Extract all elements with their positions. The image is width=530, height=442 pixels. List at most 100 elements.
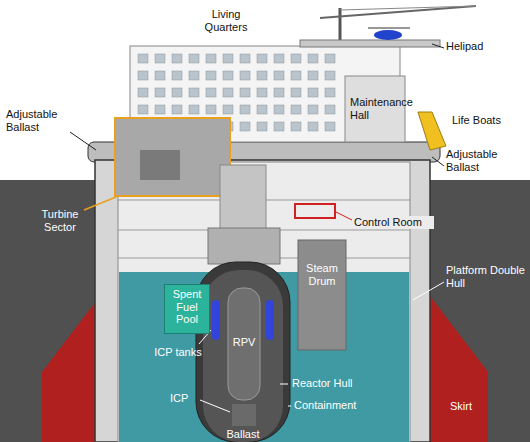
leader-line xyxy=(70,132,96,150)
window xyxy=(223,88,233,97)
steam-drum xyxy=(298,240,346,350)
part-label: Control Room xyxy=(354,216,434,229)
window xyxy=(325,105,335,114)
window xyxy=(189,71,199,80)
window xyxy=(291,71,301,80)
leader-line xyxy=(280,384,288,385)
window xyxy=(138,88,148,97)
window xyxy=(257,105,267,114)
window xyxy=(138,71,148,80)
window xyxy=(223,105,233,114)
window xyxy=(172,105,182,114)
window xyxy=(155,54,165,63)
leader-line xyxy=(432,44,444,48)
leader-line xyxy=(200,400,230,412)
window xyxy=(291,54,301,63)
leader-line xyxy=(413,282,444,300)
window xyxy=(257,122,267,131)
window xyxy=(325,88,335,97)
window xyxy=(206,54,216,63)
icp-tank xyxy=(266,300,274,340)
leader-line xyxy=(84,197,116,210)
leader-line xyxy=(432,157,444,166)
part-label: Reactor Hull xyxy=(292,377,372,390)
lifeboat-chute xyxy=(418,112,446,150)
window xyxy=(308,88,318,97)
platform-hull xyxy=(95,160,430,442)
leader-line xyxy=(336,212,352,220)
window xyxy=(274,88,284,97)
crane-cable xyxy=(340,6,476,10)
window xyxy=(240,105,250,114)
helicopter-rotor xyxy=(368,28,410,29)
window xyxy=(206,88,216,97)
part-label: Living Quarters xyxy=(195,8,257,33)
window xyxy=(257,71,267,80)
window xyxy=(189,88,199,97)
part-label: Adjustable Ballast xyxy=(446,148,522,173)
pool-box: Spent Fuel Pool xyxy=(164,284,210,334)
window xyxy=(257,54,267,63)
part-label: ICP xyxy=(170,392,200,405)
part-label: Helipad xyxy=(446,40,506,53)
window xyxy=(274,71,284,80)
window xyxy=(172,88,182,97)
crane-boom xyxy=(320,6,476,18)
window xyxy=(308,105,318,114)
window xyxy=(172,54,182,63)
part-label: Maintenance Hall xyxy=(350,96,404,121)
window xyxy=(257,88,267,97)
window xyxy=(223,71,233,80)
part-label: Ballast xyxy=(212,428,274,441)
window xyxy=(155,71,165,80)
leader-line xyxy=(288,406,291,407)
part-label: Turbine Sector xyxy=(30,208,90,233)
window xyxy=(206,71,216,80)
control-room-box xyxy=(295,204,335,218)
part-label: ICP tanks xyxy=(150,346,206,359)
turbine-sector-box xyxy=(115,118,230,196)
window xyxy=(291,122,301,131)
upper-hatch xyxy=(208,228,280,264)
piping-column xyxy=(220,165,266,235)
window xyxy=(325,71,335,80)
window xyxy=(325,54,335,63)
helipad-deck xyxy=(300,40,440,47)
window xyxy=(274,122,284,131)
window xyxy=(325,122,335,131)
window xyxy=(138,105,148,114)
window xyxy=(138,54,148,63)
window xyxy=(240,54,250,63)
window xyxy=(172,71,182,80)
window xyxy=(189,54,199,63)
helicopter xyxy=(374,30,402,40)
icp-tank xyxy=(212,300,220,340)
icp-pump xyxy=(232,404,256,426)
window xyxy=(274,54,284,63)
window xyxy=(240,71,250,80)
reactor-hull xyxy=(203,270,283,442)
rpv xyxy=(228,288,260,400)
window xyxy=(308,122,318,131)
part-label: Adjustable Ballast xyxy=(6,108,76,133)
pool-label: Spent Fuel Pool xyxy=(168,288,206,326)
part-label: Platform Double Hull xyxy=(446,264,526,289)
crane-tower xyxy=(339,8,342,42)
window xyxy=(155,88,165,97)
window xyxy=(155,105,165,114)
containment xyxy=(196,262,290,442)
window xyxy=(291,88,301,97)
window xyxy=(240,122,250,131)
window xyxy=(291,105,301,114)
part-label: Skirt xyxy=(450,400,490,413)
part-label: Containment xyxy=(294,399,374,412)
window xyxy=(223,54,233,63)
window xyxy=(308,71,318,80)
window xyxy=(240,88,250,97)
turbine-unit xyxy=(140,150,180,180)
part-label: RPV xyxy=(228,336,260,349)
window xyxy=(189,105,199,114)
